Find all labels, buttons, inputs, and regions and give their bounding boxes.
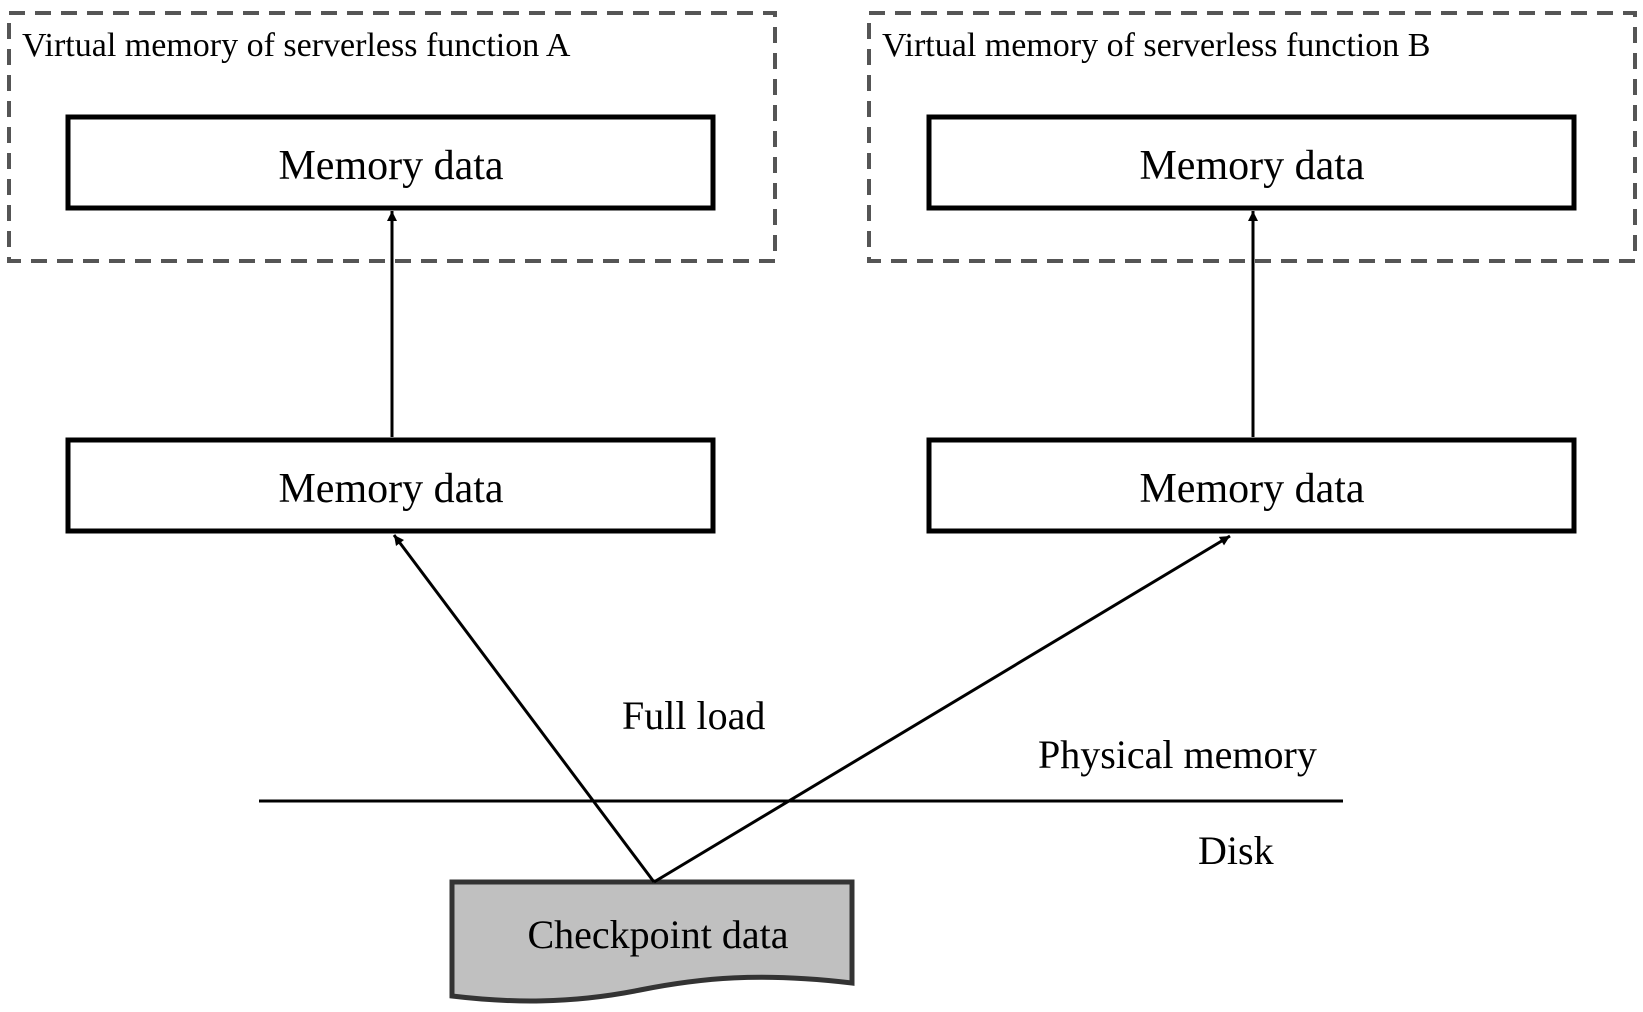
- physical-memory-a-data-label: Memory data: [278, 466, 503, 512]
- arrow-full-load-b: [653, 534, 1231, 884]
- full-load-label: Full load: [622, 693, 765, 738]
- physical-memory-b-data-box: [926, 437, 1577, 534]
- physical-memory-label: Physical memory: [1038, 732, 1317, 777]
- virtual-memory-b-container: [867, 11, 1637, 263]
- virtual-memory-b-title: Virtual memory of serverless function B: [882, 27, 1430, 64]
- physical-memory-a-data-box: [65, 437, 716, 534]
- checkpoint-data-document: [449, 879, 855, 1004]
- virtual-memory-a-data-box: [65, 114, 716, 211]
- virtual-memory-b-data-label: Memory data: [1139, 143, 1364, 189]
- virtual-memory-a-data-label: Memory data: [278, 143, 503, 189]
- disk-label: Disk: [1198, 828, 1274, 873]
- virtual-memory-a-title: Virtual memory of serverless function A: [22, 27, 571, 64]
- virtual-memory-a-container: [7, 11, 777, 263]
- checkpoint-data-label: Checkpoint data: [527, 912, 788, 957]
- physical-memory-b-data-label: Memory data: [1139, 466, 1364, 512]
- virtual-memory-b-data-box: [926, 114, 1577, 211]
- arrow-full-load-a: [392, 534, 656, 883]
